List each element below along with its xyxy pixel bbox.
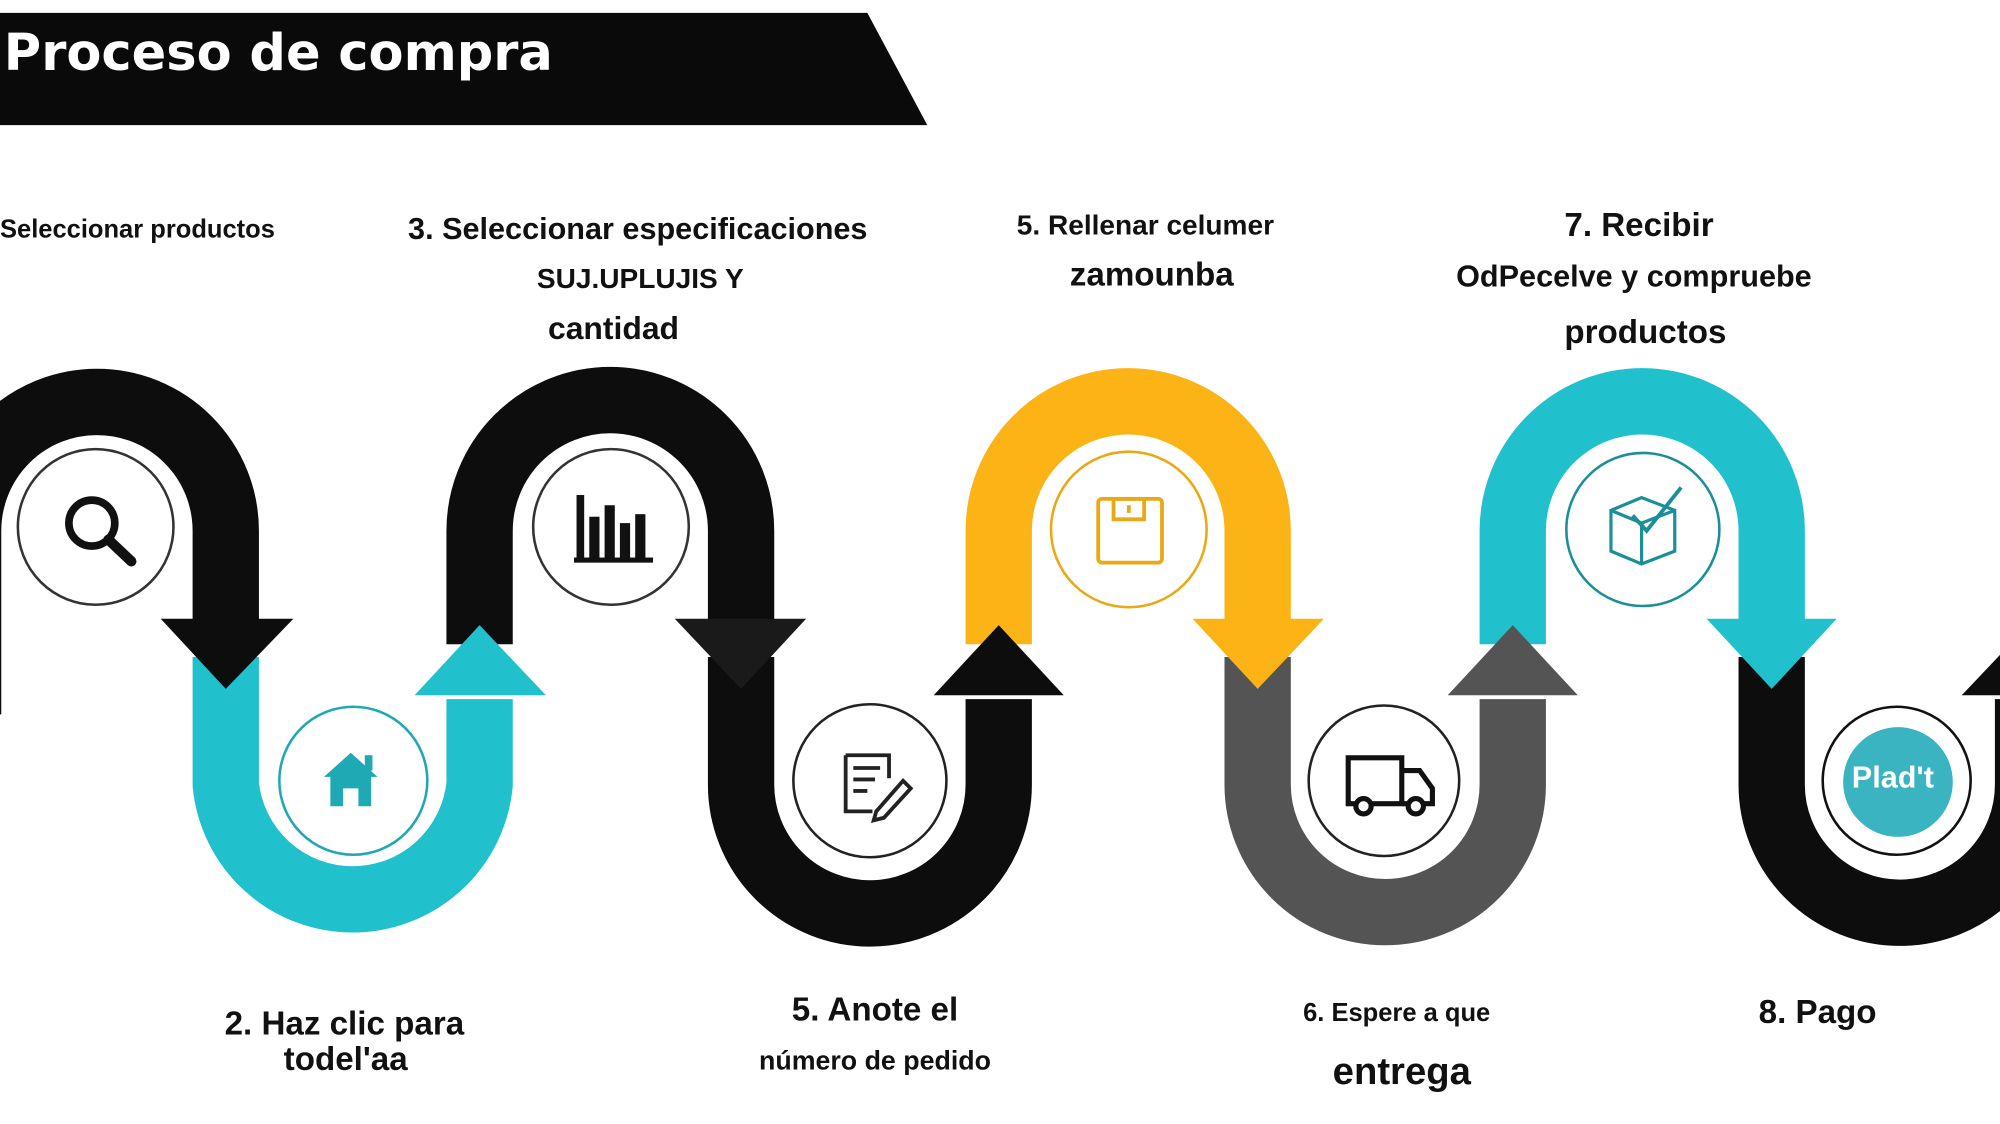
flow-segment-4 [707,657,1032,947]
bar-chart-icon [573,495,654,563]
top-labels: Seleccionar productos 3. Seleccionar esp… [0,207,1812,351]
title-banner: Proceso de compra [0,12,928,126]
flow-segment-1 [0,368,259,715]
step-icon-truck [1307,704,1461,858]
payment-badge-label: Plad't [1852,761,1934,795]
step-icon-chart [531,447,691,607]
document-edit-icon [843,753,914,823]
arrow-down-icon [1192,618,1324,689]
step-3-label-line3: cantidad [548,310,679,346]
box-check-icon [1609,486,1683,566]
flow-segment-8 [1738,657,2000,946]
flow-segment-6 [1224,657,1546,946]
flow-segment-5 [965,368,1291,645]
flow-segment-7 [1479,368,1805,645]
bottom-labels: 2. Haz clic para todel'aa 5. Anote el nú… [225,991,1877,1093]
save-icon [1096,496,1164,565]
flow-segment-3 [446,366,775,645]
arrow-down-icon [1706,618,1837,689]
step-1-label: Seleccionar productos [0,216,275,244]
arrow-down-icon [674,618,807,689]
step-2-label-line2: todel'aa [284,1041,409,1078]
payment-badge-icon [1843,727,1953,837]
step-icon-search [16,447,175,607]
step-icon-save [1049,450,1208,609]
step-5a-label-line2: zamounba [1070,257,1235,294]
arrow-down-icon [160,618,294,689]
search-icon [65,496,137,567]
truck-icon [1345,755,1435,817]
step-3-label-line1: 3. Seleccionar especificaciones [408,212,867,246]
step-7-label-line1: 7. Recibir [1564,207,1713,244]
arrow-up-icon [1447,625,1578,696]
step-6-label-line1: 6. Espere a que [1303,999,1490,1027]
step-8-label: 8. Pago [1759,994,1877,1031]
step-icon-box [1565,451,1721,608]
step-5b-label-line2: número de pedido [759,1046,991,1076]
step-6-label-line2: entrega [1333,1050,1472,1093]
step-3-label-line2: SUJ.UPLUJIS Y [537,263,744,294]
step-icon-document [792,702,948,859]
step-2-label-line1: 2. Haz clic para [225,1005,465,1042]
step-icon-payment: Plad't [1821,705,1972,857]
arrow-up-icon [1961,654,2000,696]
flow-segment-2 [192,657,513,933]
step-7-label-line3: productos [1564,314,1726,351]
arrow-up-icon [414,625,546,696]
step-icon-home [278,705,429,857]
flow-path [0,366,2000,947]
step-7-label-line2: OdPecelve y compruebe [1456,259,1812,293]
step-5b-label-line1: 5. Anote el [792,991,958,1028]
arrow-up-icon [933,625,1064,696]
page-title: Proceso de compra [4,24,553,83]
step-5a-label-line1: 5. Rellenar celumer [1017,210,1274,241]
home-icon [323,752,378,807]
